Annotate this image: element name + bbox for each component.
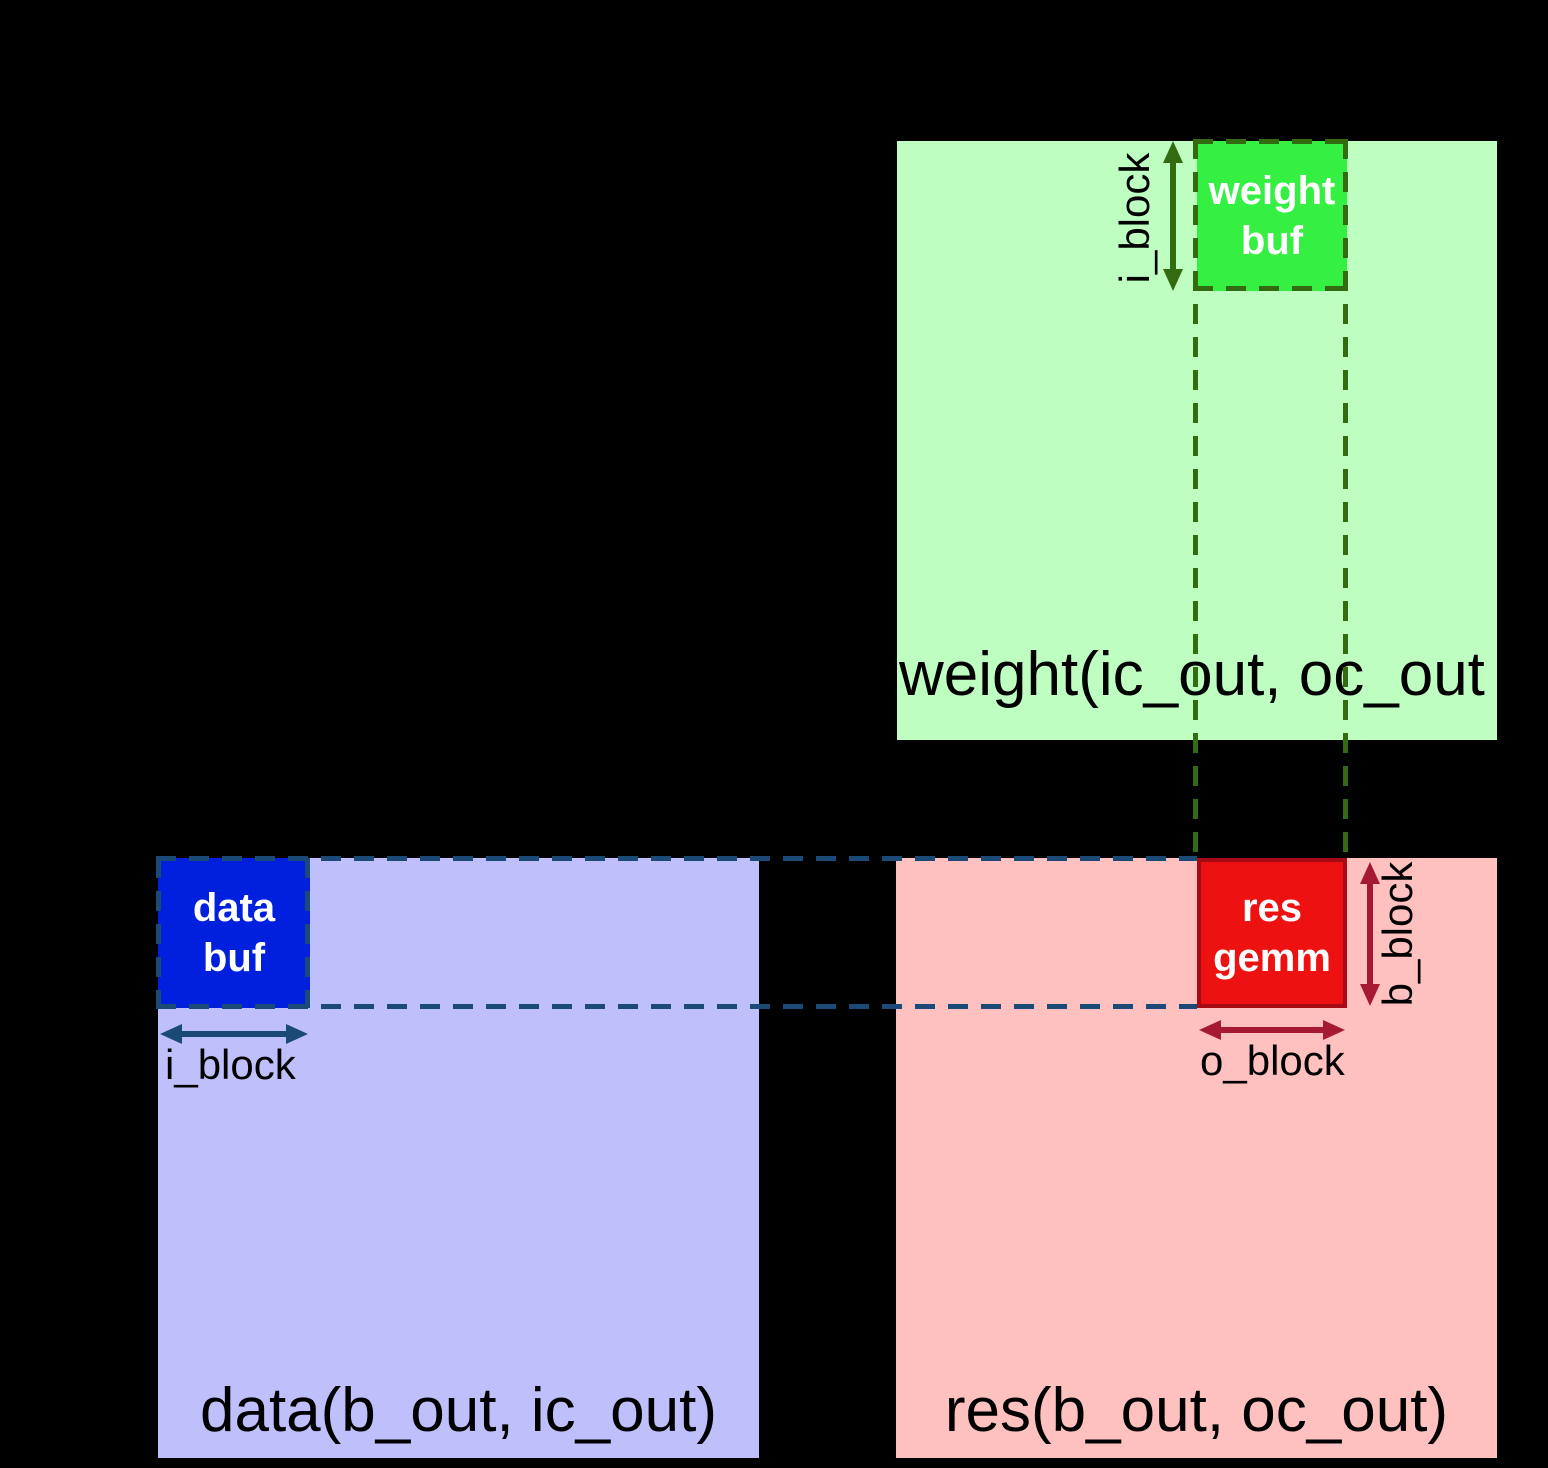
data-buf-dashed-left [156, 858, 161, 1008]
res-gemm-label-line2: gemm [1213, 936, 1331, 980]
res-gemm-label-line1: res [1241, 886, 1303, 930]
weight-buf-dashed-top [1193, 139, 1348, 144]
data-buf-label-line2: buf [202, 936, 266, 980]
weight-buf-label-line2: buf [1240, 219, 1304, 263]
i-block-weight-label: i_block [1111, 152, 1158, 284]
weight-buf-dashed-bottom [1193, 286, 1348, 291]
o-block-label: o_block [1200, 1037, 1345, 1084]
data-buf-dashed-right [305, 858, 310, 1008]
res-matrix-label: res(b_out, oc_out) [944, 1376, 1449, 1445]
b-block-arrow [1360, 862, 1380, 1006]
i-block-data-arrow [160, 1024, 308, 1044]
res-matrix: res(b_out, oc_out) [896, 858, 1497, 1458]
o-block-arrow [1199, 1020, 1345, 1040]
data-row-dashed-top [156, 856, 1197, 861]
i-block-data-label: i_block [165, 1041, 296, 1088]
weight-col-dashed-left [1193, 139, 1198, 858]
weight-buf-block: weight buf [1197, 141, 1347, 291]
data-matrix-label: data(b_out, ic_out) [199, 1376, 717, 1445]
data-buf-label-line1: data [192, 886, 276, 930]
data-buf-block: data buf [158, 858, 310, 1008]
weight-col-dashed-right [1343, 139, 1348, 858]
data-row-dashed-bottom [156, 1004, 1197, 1009]
b-block-label: b_block [1374, 861, 1421, 1007]
weight-matrix-label: weight(ic_out, oc_out [899, 640, 1485, 709]
res-gemm-border [1197, 858, 1347, 1008]
weight-buf-label-line1: weight [1208, 169, 1336, 213]
i-block-weight-arrow [1163, 141, 1183, 291]
